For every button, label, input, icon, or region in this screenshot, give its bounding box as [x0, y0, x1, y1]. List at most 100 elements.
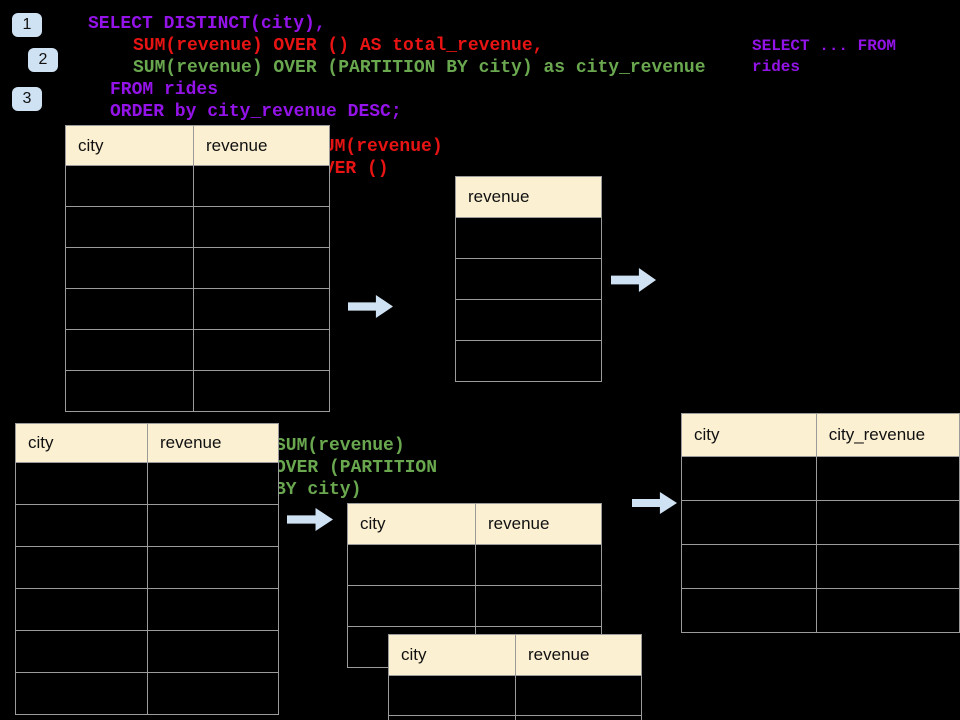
sql-line-select: SELECT DISTINCT(city), [88, 14, 326, 34]
table-cell-empty [475, 585, 602, 627]
step-badge-1-label: 1 [22, 16, 32, 33]
table-cell-empty [681, 588, 817, 633]
table-row [455, 217, 602, 259]
table-cell-empty [193, 206, 330, 248]
table-cell-empty [193, 288, 330, 330]
step-badge-2: 2 [28, 48, 58, 72]
step-badge-1: 1 [12, 13, 42, 37]
table-cell-empty [15, 462, 148, 505]
table-row [65, 329, 330, 371]
table-row [15, 462, 279, 505]
column-header-city: city [681, 413, 817, 457]
table-cell-empty [388, 715, 516, 720]
table-row [15, 588, 279, 631]
table-cell-empty [455, 217, 602, 259]
table-cell-empty [65, 329, 194, 371]
flow-arrow-right-icon [632, 492, 677, 514]
table-cell-empty [515, 675, 642, 716]
table-cell-empty [455, 258, 602, 300]
table-cell-empty [815, 544, 960, 589]
table-row [65, 165, 330, 207]
table-cell-empty [681, 500, 817, 545]
table-row [681, 588, 960, 633]
table-row [455, 299, 602, 341]
annotation-partition-line2: OVER (PARTITION [275, 458, 438, 478]
step-badge-2-label: 2 [38, 51, 48, 68]
flow-arrow-right-icon [348, 295, 393, 318]
table-row [455, 340, 602, 382]
table-row [388, 675, 642, 716]
sql-line-total: SUM(revenue) OVER () AS total_revenue, [133, 36, 544, 56]
side-note-line2: rides [752, 58, 801, 76]
flow-arrow-right-icon [287, 508, 333, 531]
column-header-city: city [347, 503, 476, 545]
table-cell-empty [347, 544, 476, 586]
table-cell-empty [65, 288, 194, 330]
table-cell-empty [475, 544, 602, 586]
table-cell-empty [681, 544, 817, 589]
table-cell-empty [147, 462, 279, 505]
column-header-revenue: revenue [147, 423, 279, 463]
column-header-revenue: revenue [455, 176, 602, 218]
table-cell-empty [65, 206, 194, 248]
table-row [15, 504, 279, 547]
table-cell-empty [815, 588, 960, 633]
table-cell-empty [815, 456, 960, 501]
column-header-city_revenue: city_revenue [815, 413, 960, 457]
table-cell-empty [193, 329, 330, 371]
table-row [681, 500, 960, 545]
table-row [681, 544, 960, 589]
step-badge-3-label: 3 [22, 90, 32, 107]
table-cell-empty [455, 299, 602, 341]
flow-arrow-right-icon [611, 268, 656, 292]
annotation-total-revenue: SUM(revenue)OVER () [313, 136, 443, 180]
step-badge-3: 3 [12, 87, 42, 111]
table-cell-empty [65, 247, 194, 289]
table-row [681, 456, 960, 501]
table-cell-empty [65, 370, 194, 412]
header-row: revenue [455, 176, 602, 218]
table-cell-empty [347, 585, 476, 627]
table-cell-empty [193, 370, 330, 412]
side-note: SELECT ... FROM rides [752, 36, 896, 78]
column-header-city: city [65, 125, 194, 166]
table-cell-empty [147, 672, 279, 715]
table-cell-empty [15, 504, 148, 547]
table-row [388, 715, 642, 720]
table-row [455, 258, 602, 300]
column-header-revenue: revenue [515, 634, 642, 676]
table-cell-empty [147, 546, 279, 589]
table-cell-empty [15, 672, 148, 715]
table-cell-empty [15, 630, 148, 673]
table-cell-empty [515, 715, 642, 720]
table-cell-empty [15, 546, 148, 589]
sql-line-partition: SUM(revenue) OVER (PARTITION BY city) as… [133, 58, 706, 78]
column-header-revenue: revenue [475, 503, 602, 545]
table-cell-empty [147, 630, 279, 673]
annotation-total-line1: SUM(revenue) [313, 137, 443, 157]
table-row [65, 288, 330, 330]
side-note-line1: SELECT ... FROM [752, 37, 897, 55]
table-row [347, 585, 602, 627]
annotation-partition-line3: BY city) [275, 480, 362, 500]
table-cell-empty [147, 588, 279, 631]
table-cell-empty [15, 588, 148, 631]
table-cell-empty [815, 500, 960, 545]
annotation-partition-line1: SUM(revenue) [275, 436, 405, 456]
column-header-revenue: revenue [193, 125, 330, 166]
table-row [15, 630, 279, 673]
table-cell-empty [193, 247, 330, 289]
table-row [65, 206, 330, 248]
sql-line-order: ORDER by city_revenue DESC; [110, 102, 402, 122]
table-cell-empty [681, 456, 817, 501]
table-row [15, 546, 279, 589]
